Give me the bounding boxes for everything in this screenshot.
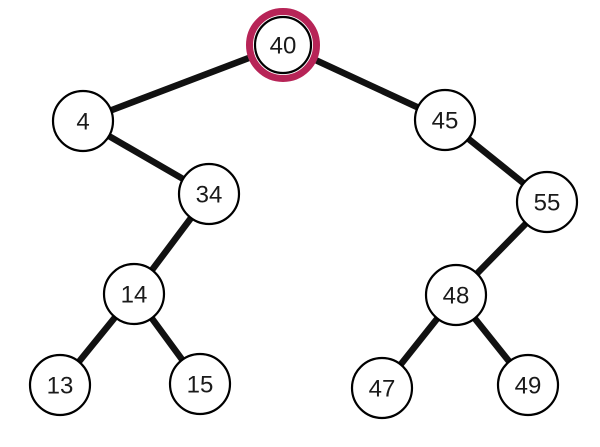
tree-node-4[interactable]: 4 [51, 89, 115, 153]
node-label: 47 [369, 376, 396, 403]
node-circle [424, 263, 488, 327]
node-label: 48 [443, 283, 470, 310]
node-circle [168, 352, 232, 416]
node-label: 13 [47, 373, 74, 400]
node-label: 40 [270, 33, 297, 60]
tree-node-14[interactable]: 14 [102, 262, 166, 326]
highlight-ring [246, 8, 320, 82]
node-circle [51, 89, 115, 153]
node-label: 55 [534, 190, 561, 217]
node-label: 14 [121, 282, 148, 309]
node-circle [496, 353, 560, 417]
tree-node-15[interactable]: 15 [168, 352, 232, 416]
node-label: 4 [76, 109, 89, 136]
tree-node-48[interactable]: 48 [424, 263, 488, 327]
tree-edges [57, 41, 550, 391]
tree-node-34[interactable]: 34 [177, 162, 241, 226]
node-circle [253, 15, 313, 75]
node-label: 49 [515, 373, 542, 400]
node-circle [177, 162, 241, 226]
node-label: 34 [196, 182, 223, 209]
node-label: 45 [432, 108, 459, 135]
node-circle [515, 170, 579, 234]
node-circle [350, 356, 414, 420]
node-label: 15 [187, 372, 214, 399]
node-circle [102, 262, 166, 326]
tree-node-40[interactable]: 40 [246, 8, 320, 82]
tree-node-55[interactable]: 55 [515, 170, 579, 234]
node-circle [28, 353, 92, 417]
tree-node-47[interactable]: 47 [350, 356, 414, 420]
node-circle [413, 88, 477, 152]
tree-node-49[interactable]: 49 [496, 353, 560, 417]
tree-node-45[interactable]: 45 [413, 88, 477, 152]
tree-node-13[interactable]: 13 [28, 353, 92, 417]
